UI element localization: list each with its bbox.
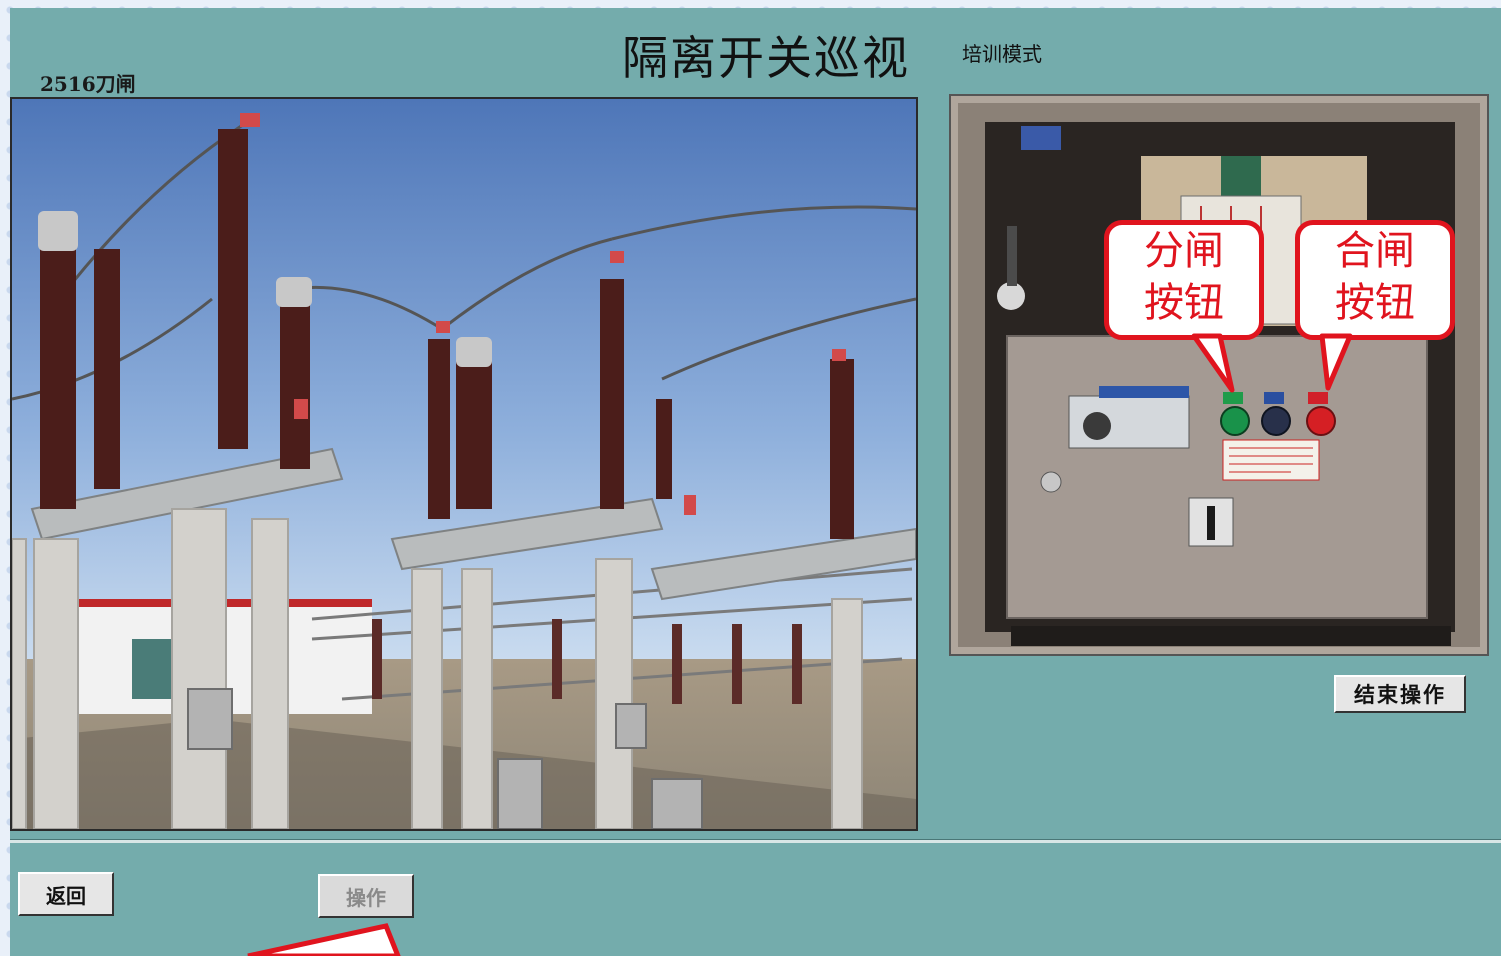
mode-label: 培训模式 [962,42,1042,66]
callout-open-line1: 分闸 [1144,228,1224,274]
device-name-label: 2516刀闸 [40,72,136,96]
back-button[interactable]: 返回 [18,872,114,916]
close-button-callout: 合闸 按钮 [1295,220,1455,340]
main-window: 隔离开关巡视 培训模式 2516刀闸 [10,8,1501,956]
operate-button[interactable]: 操作 [318,874,414,918]
page-title: 隔离开关巡视 [622,31,910,85]
callout-close-line1: 合闸 [1335,228,1415,274]
end-operation-button[interactable]: 结束操作 [1334,675,1466,713]
callout-close-line2: 按钮 [1335,280,1415,326]
bottom-annotation-shape [247,923,401,956]
section-divider [10,839,1501,843]
callout-open-line2: 按钮 [1144,280,1224,326]
substation-photo [10,97,918,831]
control-cabinet-photo [949,94,1489,656]
open-button-callout: 分闸 按钮 [1104,220,1264,340]
